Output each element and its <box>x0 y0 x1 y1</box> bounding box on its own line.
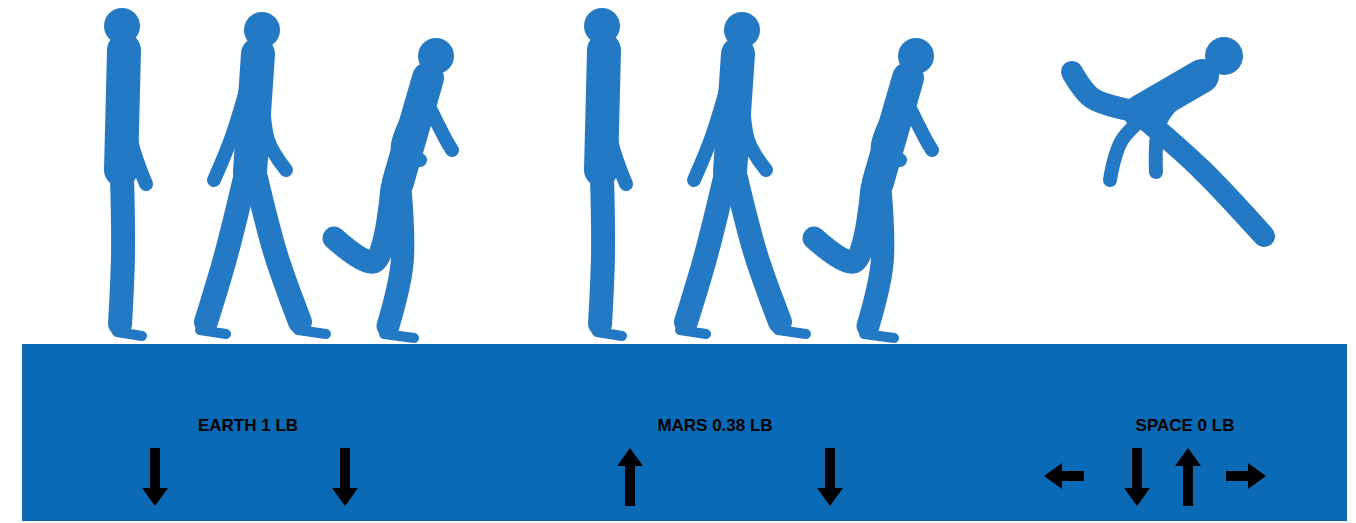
force-arrow <box>332 448 358 506</box>
limb <box>262 76 286 170</box>
limb <box>868 188 883 326</box>
limb <box>398 100 420 160</box>
limb <box>1072 72 1138 112</box>
human-silhouette <box>814 38 934 338</box>
limb <box>424 96 452 150</box>
limb <box>200 330 226 334</box>
gravity-label: MARS 0.38 LB <box>657 416 772 436</box>
head <box>244 12 280 48</box>
limb <box>686 178 725 322</box>
force-arrow <box>142 448 168 506</box>
human-silhouette <box>584 8 626 336</box>
human-silhouette <box>1072 37 1264 236</box>
limb <box>334 188 392 262</box>
human-silhouette <box>200 12 326 334</box>
limb <box>597 332 622 336</box>
limb <box>606 72 626 184</box>
limb <box>742 76 766 170</box>
limb <box>117 332 142 336</box>
limb <box>904 96 932 150</box>
limb <box>694 76 730 180</box>
head <box>898 38 934 74</box>
limb <box>1110 96 1170 180</box>
limb <box>778 330 806 334</box>
head <box>724 12 760 48</box>
gravity-label: SPACE 0 LB <box>1136 416 1235 436</box>
gravity-label: EARTH 1 LB <box>198 416 298 436</box>
limb <box>680 330 706 334</box>
human-silhouette <box>104 8 146 336</box>
human-silhouette <box>680 12 806 334</box>
force-arrow <box>1175 448 1201 506</box>
human-silhouette <box>334 38 454 338</box>
head <box>1205 37 1243 75</box>
head <box>104 8 140 44</box>
limb <box>298 330 326 334</box>
limb <box>864 334 894 338</box>
head <box>584 8 620 44</box>
limb <box>878 100 900 160</box>
force-arrow <box>617 448 643 506</box>
limb <box>384 334 414 338</box>
force-arrow <box>1044 463 1084 489</box>
limb <box>206 178 245 322</box>
force-arrow <box>817 448 843 506</box>
limb <box>814 188 872 262</box>
head <box>418 38 454 74</box>
force-arrow <box>1124 448 1150 506</box>
force-arrow <box>1226 463 1266 489</box>
ground-band: EARTH 1 LB MARS 0.38 LB SPACE 0 LB <box>22 344 1347 521</box>
limb <box>214 76 250 180</box>
limb <box>388 188 403 326</box>
limb <box>600 175 603 324</box>
limb <box>256 178 300 322</box>
limb <box>120 175 123 324</box>
limb <box>736 178 780 322</box>
limb <box>126 72 146 184</box>
